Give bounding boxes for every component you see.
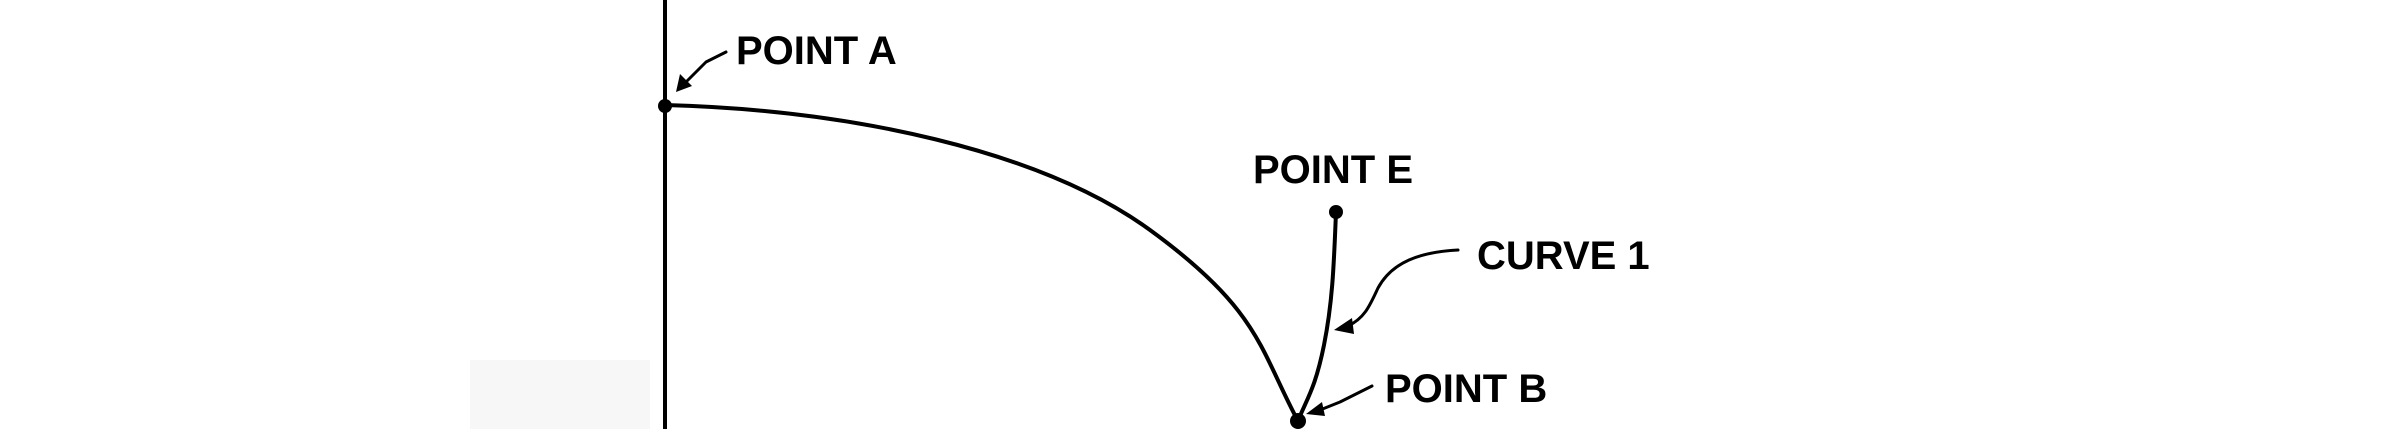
point-a-marker [658, 99, 672, 113]
curve-1-leader-arrow [1334, 248, 1460, 334]
point-b-leader-arrow [1306, 384, 1374, 416]
point-b-marker [1290, 413, 1306, 429]
curve-a-to-b [663, 103, 1300, 423]
curve-1-e-to-b [1296, 210, 1338, 423]
curve-1-label: CURVE 1 [1477, 234, 1650, 278]
point-a-label: POINT A [736, 29, 897, 73]
point-a-leader-arrow [676, 50, 728, 92]
point-e-marker [1329, 205, 1343, 219]
point-b-label: POINT B [1385, 367, 1547, 411]
point-e-label: POINT E [1253, 148, 1413, 192]
background-shade [470, 360, 650, 429]
